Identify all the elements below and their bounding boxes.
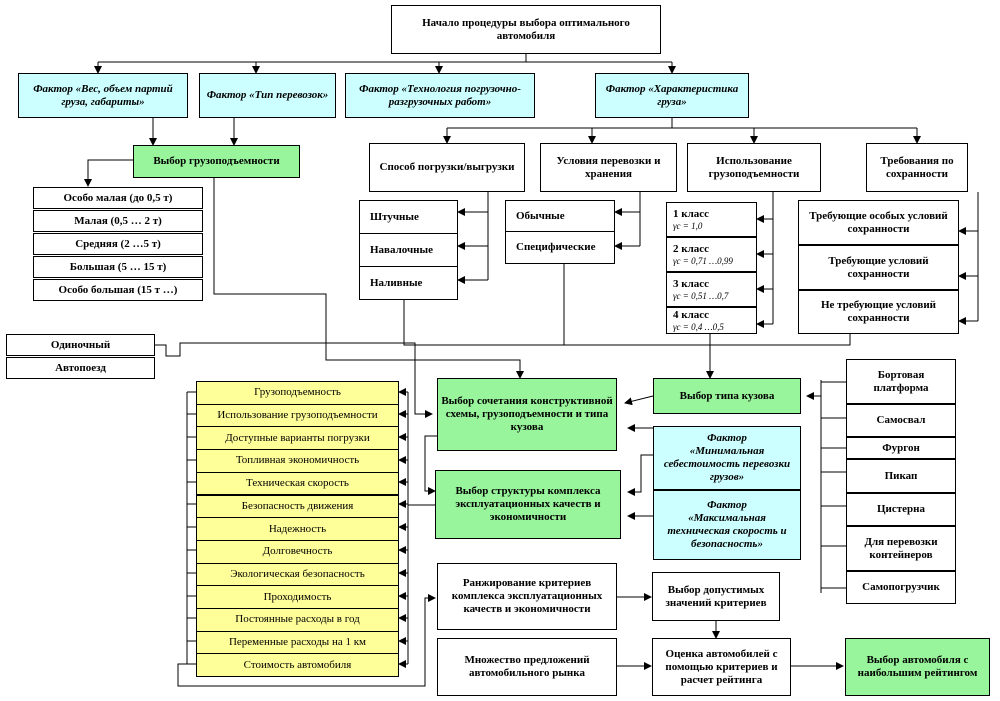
loading-list: Штучные Навалочные Наливные	[359, 200, 458, 300]
group-safety: Требования по сохранности	[866, 143, 968, 192]
class-title: 3 класс	[673, 278, 710, 290]
market-offers: Множество предложений автомобильного рын…	[437, 638, 617, 696]
factor-min-cost: Фактор «Минимальная себестоимость перево…	[653, 426, 801, 490]
capacity-item: Большая (5 … 15 т)	[33, 256, 203, 278]
class-coef: γс = 0,4 …0,5	[673, 322, 724, 332]
criteria-item: Надежность	[196, 517, 399, 541]
class-title: 1 класс	[673, 208, 710, 220]
acceptable-values: Выбор допустимых значений критериев	[652, 572, 780, 621]
class-coef: γс = 1,0	[673, 221, 703, 231]
criteria-item: Топливная экономичность	[196, 449, 399, 473]
group-conditions: Условия перевозки и хранения	[540, 143, 677, 192]
transport-kind: Одиночный	[6, 334, 155, 356]
body-item: Бортовая платформа	[846, 359, 956, 404]
factor-max-speed-head: Фактор	[707, 499, 747, 511]
criteria-item: Техническая скорость	[196, 471, 399, 496]
body-item: Пикап	[846, 459, 956, 493]
structure-selection: Выбор структуры комплекса эксплуатационн…	[435, 470, 621, 539]
body-type-selection: Выбор типа кузова	[653, 378, 801, 414]
criteria-item: Безопасность движения	[196, 494, 399, 519]
factor-min-cost-head: Фактор	[707, 432, 747, 444]
transport-kind: Автопоезд	[6, 357, 155, 379]
conditions-list: Обычные Специфические	[505, 200, 615, 264]
safety-item: Требующие особых условий сохранности	[798, 200, 959, 245]
criteria-item: Проходимость	[196, 585, 399, 609]
criteria-item: Стоимость автомобиля	[196, 653, 399, 678]
loading-item: Штучные	[360, 201, 457, 234]
criteria-item: Долговечность	[196, 539, 399, 564]
body-item: Самопогрузчик	[846, 571, 956, 604]
capacity-item: Особо большая (15 т …)	[33, 279, 203, 301]
loading-item: Навалочные	[360, 234, 457, 267]
factor-max-speed-text: «Максимальная техническая скорость и без…	[667, 512, 787, 550]
criteria-item: Использование грузоподъемности	[196, 403, 399, 428]
safety-item: Требующие условий сохранности	[798, 245, 959, 290]
capacity-item: Средняя (2 …5 т)	[33, 233, 203, 255]
factor-transport-type: Фактор «Тип перевозок»	[199, 73, 336, 118]
group-loading: Способ погрузки/выгрузки	[369, 143, 525, 192]
capacity-item: Особо малая (до 0,5 т)	[33, 187, 203, 209]
evaluation-rating: Оценка автомобилей с помощью критериев и…	[652, 638, 791, 696]
factor-min-cost-text: «Минимальная себестоимость перевозки гру…	[663, 445, 791, 483]
condition-item: Специфические	[516, 241, 596, 253]
factor-weight: Фактор «Вес, объем партий груза, габарит…	[18, 73, 188, 118]
class-title: 4 класс	[673, 309, 710, 321]
body-item: Фургон	[846, 437, 956, 459]
group-capacity-use: Использование грузоподъемности	[687, 143, 821, 192]
body-item: Для перевозки контейнеров	[846, 526, 956, 571]
capacity-selection: Выбор грузоподъемности	[133, 145, 300, 178]
final-selection: Выбор автомобиля с наибольшим рейтингом	[845, 638, 990, 696]
combination-selection: Выбор сочетания конструктивной схемы, гр…	[437, 378, 617, 451]
criteria-item: Доступные варианты погрузки	[196, 426, 399, 451]
ranking-criteria: Ранжирование критериев комплекса эксплуа…	[437, 563, 617, 630]
factor-technology: Фактор «Технология погрузочно-разгрузочн…	[345, 73, 535, 118]
criteria-item: Переменные расходы на 1 км	[196, 630, 399, 655]
factor-cargo: Фактор «Характеристика груза»	[595, 73, 749, 118]
capacity-item: Малая (0,5 … 2 т)	[33, 210, 203, 232]
body-item: Самосвал	[846, 404, 956, 437]
safety-item: Не требующие условий сохранности	[798, 290, 959, 334]
criteria-item: Постоянные расходы в год	[196, 608, 399, 632]
condition-item: Обычные	[506, 201, 614, 232]
class-title: 2 класс	[673, 243, 710, 255]
criteria-item: Экологическая безопасность	[196, 562, 399, 587]
criteria-item: Грузоподъемность	[196, 381, 399, 405]
start-box: Начало процедуры выбора оптимального авт…	[391, 5, 661, 54]
factor-max-speed: Фактор «Максимальная техническая скорост…	[653, 490, 801, 560]
loading-item: Наливные	[370, 276, 423, 289]
class-coef: γс = 0,71 …0,99	[673, 256, 733, 266]
class-coef: γс = 0,51 …0,7	[673, 291, 729, 301]
body-item: Цистерна	[846, 493, 956, 526]
